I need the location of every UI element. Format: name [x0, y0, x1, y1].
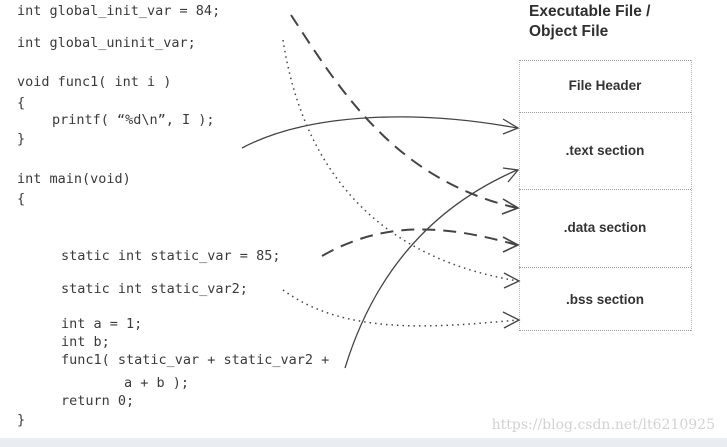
file-box-left-edge [519, 60, 520, 331]
code-line-func1-close-brace: } [17, 131, 26, 147]
arrowhead-global-uninit-var [503, 272, 521, 289]
diagram-title-line-2: Object File [529, 23, 609, 40]
section-file-header-label: File Header [568, 78, 642, 93]
code-line-func1-call: func1( static_var + static_var2 + [61, 352, 330, 368]
arrowhead-global-init-var [501, 198, 520, 215]
arrow-func1-to-text [241, 116, 518, 149]
watermark: https://blog.csdn.net/lt6210925 [491, 417, 715, 433]
section-text: .text section [519, 112, 691, 189]
code-line-main-open-brace: { [17, 191, 26, 207]
code-line-static-var2: static int static_var2; [61, 281, 248, 297]
section-file-header: File Header [519, 60, 691, 112]
diagram-title-line-1: Executable File / [529, 3, 651, 20]
code-line-func1-signature: void func1( int i ) [17, 74, 172, 90]
code-line-int-a: int a = 1; [61, 316, 143, 332]
arrowhead-static-var [502, 236, 520, 253]
section-data-label: .data section [563, 220, 647, 235]
code-line-static-var: static int static_var = 85; [61, 248, 281, 264]
section-bss: .bss section [519, 267, 691, 331]
code-line-global-init-var: int global_init_var = 84; [17, 3, 221, 19]
arrow-main-to-text [344, 169, 518, 369]
arrow-static-var2-to-bss [282, 289, 519, 327]
file-box-right-edge [691, 60, 692, 331]
code-line-main-signature: int main(void) [17, 171, 131, 187]
arrowhead-main [502, 167, 520, 183]
section-data: .data section [519, 189, 691, 267]
code-line-main-close-brace: } [17, 412, 26, 428]
arrowhead-static-var2 [502, 311, 521, 329]
code-line-int-b: int b; [61, 334, 110, 350]
arrow-static-var-to-data [321, 228, 518, 257]
code-line-return: return 0; [61, 393, 135, 409]
code-line-global-uninit-var: int global_uninit_var; [17, 35, 196, 51]
arrow-global-uninit-var-to-bss [282, 39, 519, 282]
code-line-func1-open-brace: { [17, 95, 26, 111]
code-line-func1-call-continued: a + b ); [124, 375, 190, 391]
section-text-label: .text section [565, 143, 645, 158]
arrowhead-func1 [502, 118, 520, 135]
arrow-global-init-var-to-data [290, 14, 518, 209]
section-bss-label: .bss section [565, 292, 645, 307]
bottom-band [0, 438, 727, 447]
code-line-printf: printf( “%d\n”, I ); [52, 112, 215, 128]
